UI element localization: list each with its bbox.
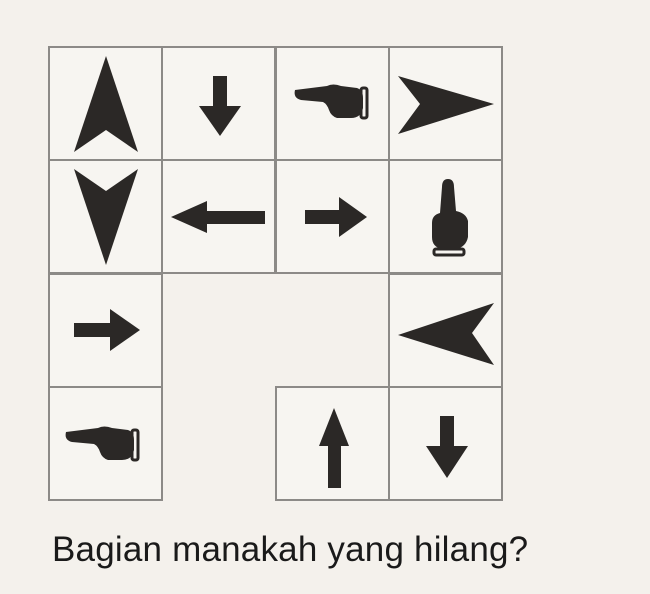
hand-pointing-left-icon	[294, 84, 369, 120]
grid-cell	[388, 46, 503, 161]
arrow-right-icon	[305, 197, 367, 237]
hand-pointing-up-icon	[432, 179, 468, 257]
arrowhead-right-icon	[398, 76, 494, 134]
grid-cell	[161, 159, 276, 274]
arrow-down-icon	[199, 76, 241, 136]
grid-cell	[161, 46, 276, 161]
arrow-right-icon	[74, 309, 140, 351]
grid-cell	[48, 386, 163, 501]
arrowhead-up-icon	[74, 56, 138, 152]
grid-cell	[388, 159, 503, 274]
arrowhead-left-icon	[398, 303, 494, 365]
grid-cell	[388, 273, 503, 388]
arrow-down-icon	[426, 416, 468, 478]
arrow-up-icon	[319, 408, 349, 488]
arrowhead-down-icon	[74, 169, 138, 265]
grid-cell	[275, 46, 390, 161]
grid-cell	[275, 386, 390, 501]
question-text: Bagian manakah yang hilang?	[52, 530, 529, 569]
grid-cell	[48, 159, 163, 274]
grid-cell	[388, 386, 503, 501]
grid-cell	[275, 159, 390, 274]
puzzle-grid	[48, 46, 504, 501]
grid-cell	[48, 46, 163, 161]
arrow-left-icon	[171, 201, 265, 233]
hand-pointing-left-icon	[65, 426, 140, 462]
grid-cell	[48, 273, 163, 388]
